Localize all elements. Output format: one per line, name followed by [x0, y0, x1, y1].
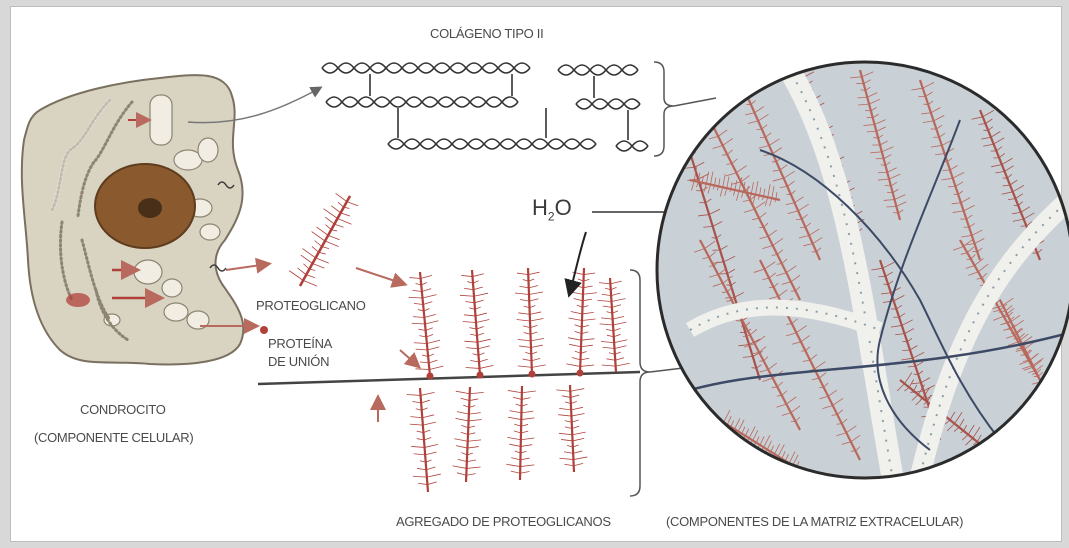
link-protein-label-line2: DE UNIÓN: [268, 354, 329, 370]
chondrocyte-cell: [22, 75, 244, 364]
chondrocyte-label-line1: CONDROCITO: [80, 402, 166, 418]
chondrocyte-label-line2: (COMPONENTE CELULAR): [34, 430, 193, 446]
collagen-label: COLÁGENO TIPO II: [430, 26, 543, 42]
nucleolus: [138, 198, 162, 218]
proteoglycan-label: PROTEOGLICANO: [256, 298, 366, 314]
water-label: H2O: [532, 200, 572, 224]
proteoglycan-single: [289, 193, 358, 286]
matrix-label: (COMPONENTES DE LA MATRIZ EXTRACELULAR): [666, 514, 963, 530]
link-protein-label-line1: PROTEÍNA: [268, 336, 332, 352]
aggregate-label: AGREGADO DE PROTEOGLICANOS: [396, 514, 611, 530]
aggregate-bracket: [630, 270, 650, 496]
collagen-bracket: [654, 62, 674, 156]
collagen-fibrils: [322, 63, 648, 151]
matrix-magnified-view: [657, 40, 1069, 520]
